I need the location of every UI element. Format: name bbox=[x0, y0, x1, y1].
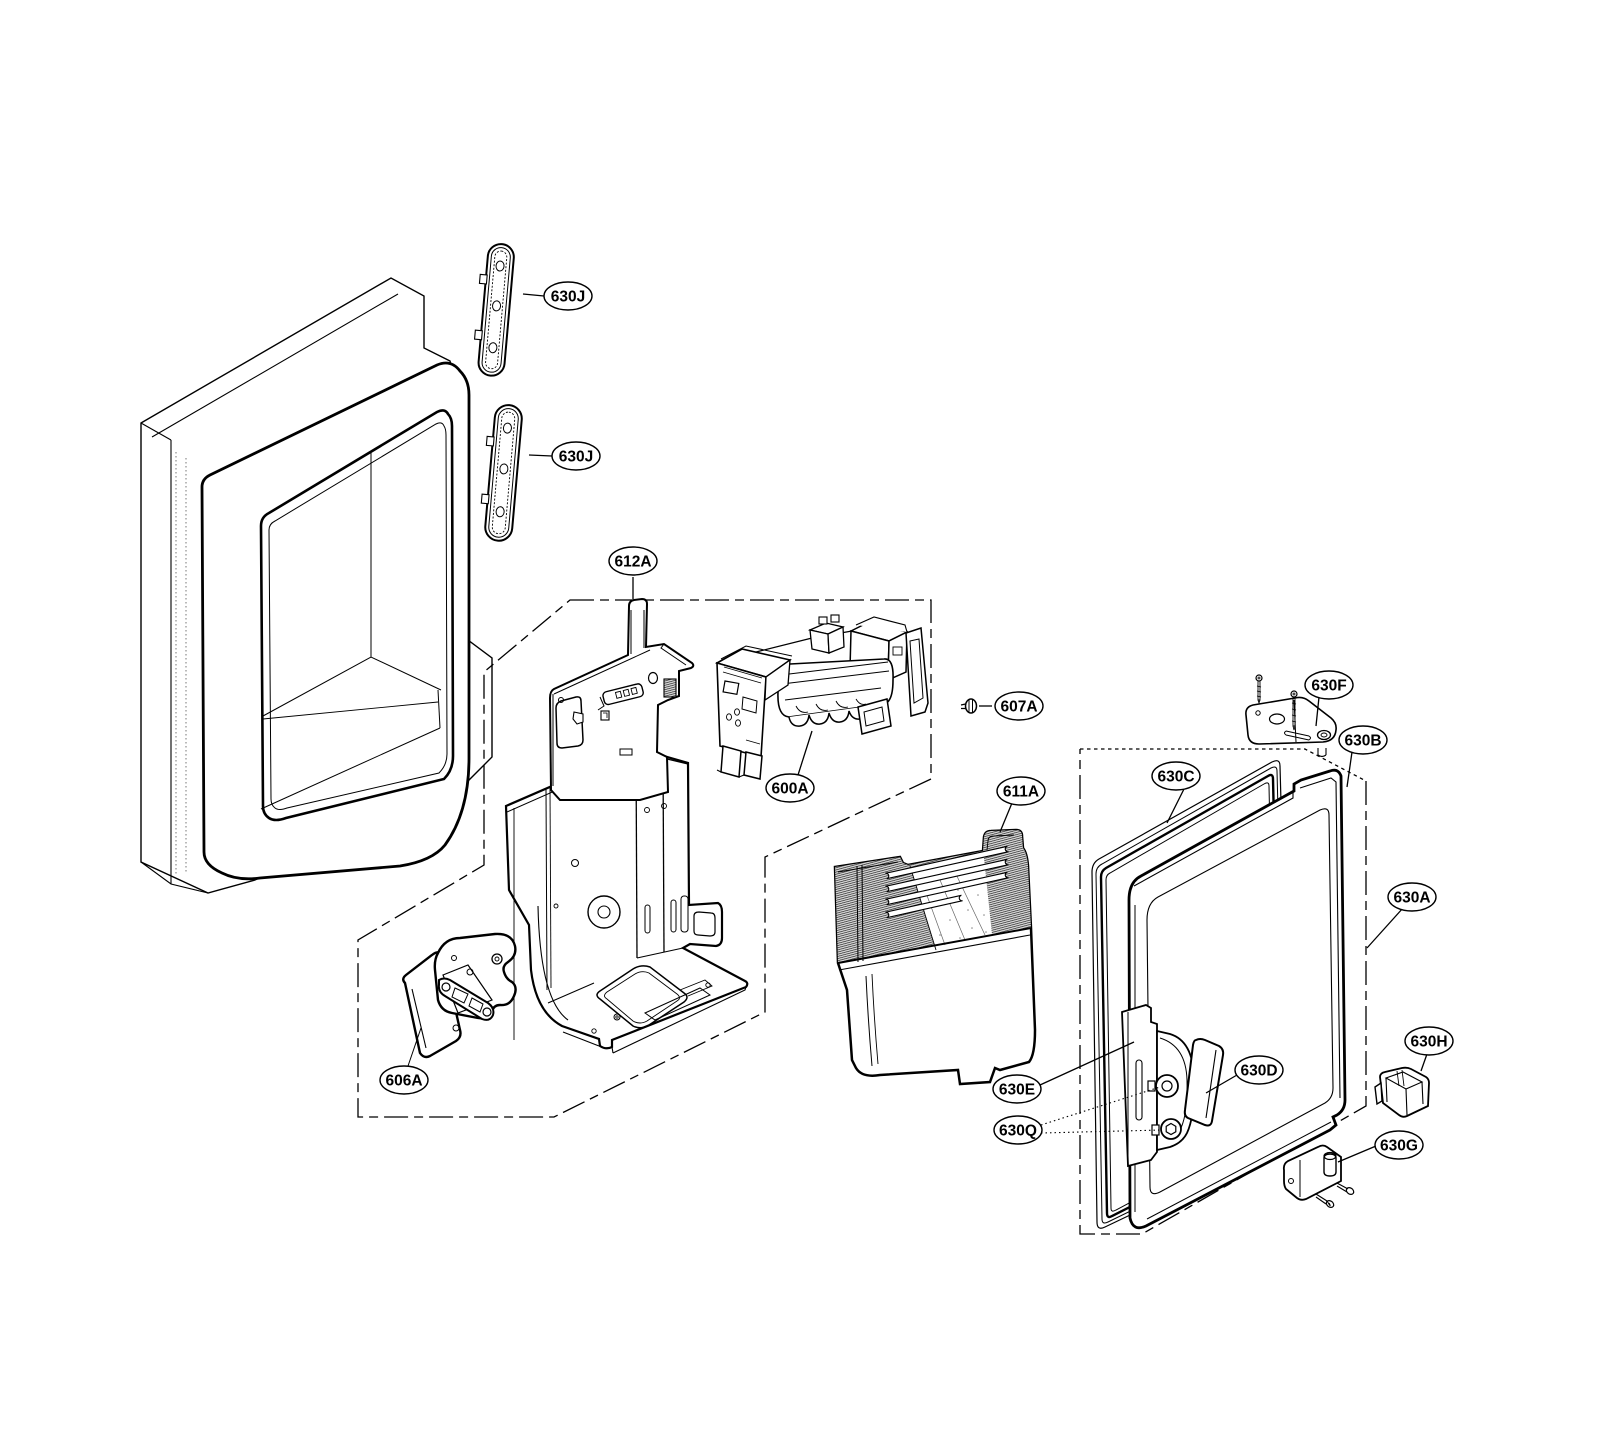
svg-text:630A: 630A bbox=[1393, 890, 1430, 907]
svg-text:630Q: 630Q bbox=[999, 1123, 1037, 1140]
svg-text:630B: 630B bbox=[1344, 733, 1381, 750]
svg-text:611A: 611A bbox=[1003, 784, 1039, 801]
svg-text:606A: 606A bbox=[385, 1073, 422, 1090]
svg-text:600A: 600A bbox=[771, 781, 808, 798]
svg-text:630C: 630C bbox=[1157, 769, 1194, 786]
svg-text:630H: 630H bbox=[1410, 1034, 1447, 1051]
svg-text:630J: 630J bbox=[551, 289, 585, 306]
svg-text:630E: 630E bbox=[999, 1082, 1035, 1099]
svg-text:630D: 630D bbox=[1240, 1063, 1277, 1080]
svg-text:630F: 630F bbox=[1311, 678, 1346, 695]
svg-text:607A: 607A bbox=[1000, 699, 1037, 716]
svg-text:630J: 630J bbox=[559, 449, 593, 466]
svg-text:630G: 630G bbox=[1380, 1138, 1418, 1155]
svg-text:612A: 612A bbox=[614, 554, 651, 571]
